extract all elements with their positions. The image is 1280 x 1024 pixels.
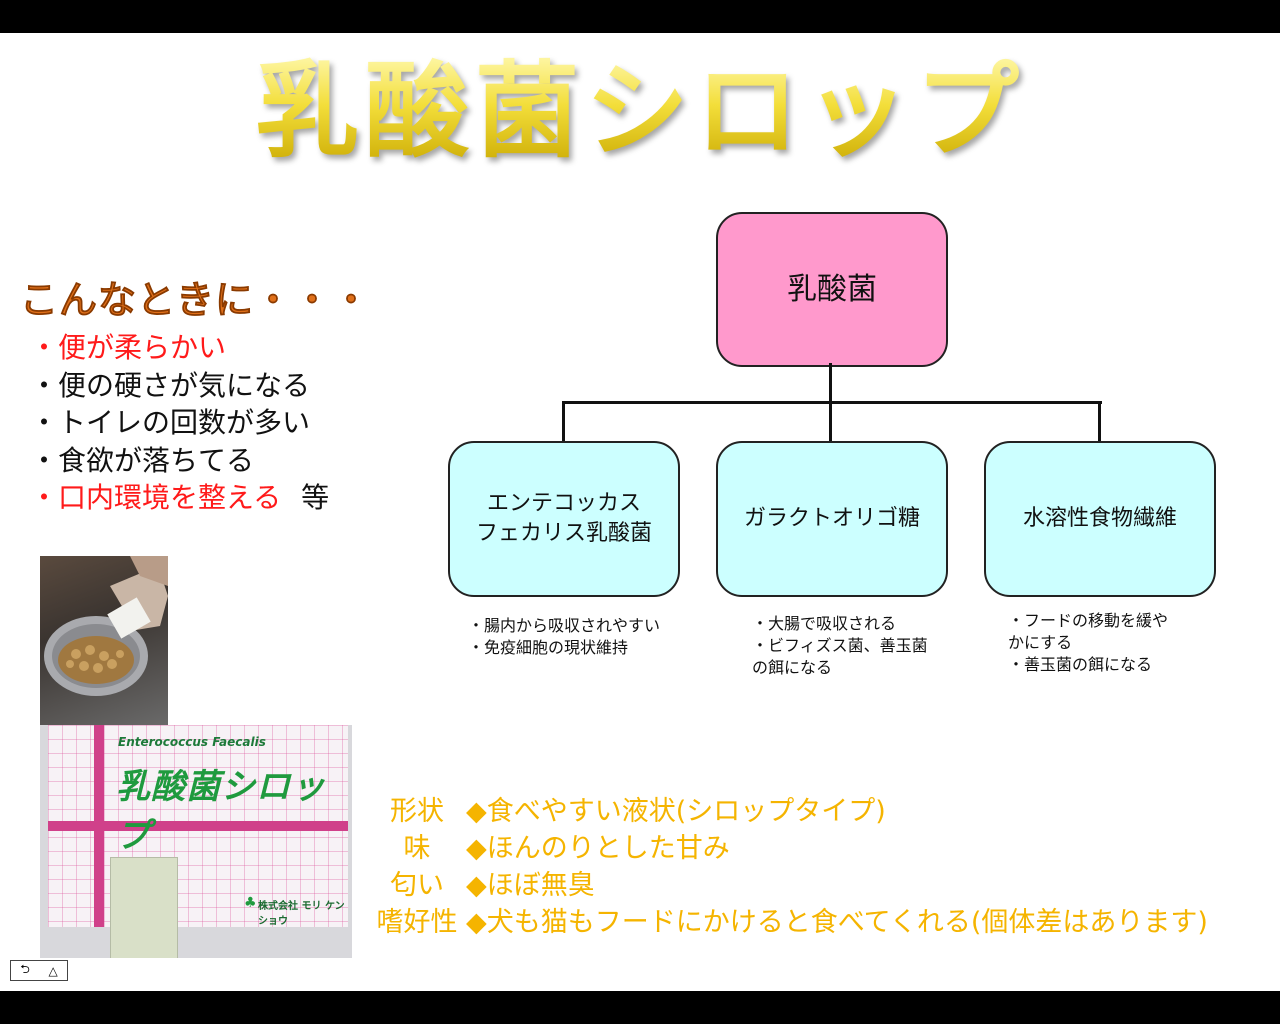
spec-desc: ◆犬も猫もフードにかけると食べてくれる(個体差はあります) bbox=[466, 907, 1208, 938]
note-galacto-oligosaccharide: ・大腸で吸収される・ビフィズス菌、善玉菌の餌になる bbox=[752, 613, 928, 679]
symptom-item: ・口内環境を整える等 bbox=[30, 479, 329, 517]
symptom-item: ・便が柔らかい bbox=[30, 329, 329, 367]
symptom-item: ・便の硬さが気になる bbox=[30, 367, 329, 405]
slide: 乳酸菌シロップ こんなときに・・・ ・便が柔らかい・便の硬さが気になる・トイレの… bbox=[0, 33, 1280, 991]
symptom-tail: 等 bbox=[301, 481, 330, 514]
slide-title: 乳酸菌シロップ bbox=[0, 51, 1280, 171]
symptom-item: ・トイレの回数が多い bbox=[30, 404, 329, 442]
slide-nav-buttons[interactable]: ⮌ △ bbox=[10, 960, 68, 981]
note-line: かにする bbox=[1008, 633, 1073, 652]
return-icon[interactable]: ⮌ bbox=[20, 962, 30, 976]
note-line: の餌になる bbox=[752, 658, 833, 677]
connector-vertical-right bbox=[1098, 401, 1101, 441]
note-line: ・大腸で吸収される bbox=[752, 614, 897, 633]
note-line: ・ビフィズス菌、善玉菌 bbox=[752, 636, 928, 655]
connector-horizontal bbox=[562, 401, 1102, 404]
clover-icon: ♣ bbox=[244, 895, 257, 911]
spec-key: 形状 bbox=[390, 796, 444, 827]
symptom-text: ・食欲が落ちてる bbox=[30, 443, 255, 477]
note-line: ・善玉菌の餌になる bbox=[1008, 655, 1153, 674]
package-product-name: 乳酸菌シロップ bbox=[116, 767, 326, 856]
up-triangle-icon[interactable]: △ bbox=[48, 963, 58, 978]
package-latin-label: Enterococcus Faecalis bbox=[118, 735, 266, 749]
note-enterococcus: ・腸内から吸収されやすい・免疫細胞の現状維持 bbox=[468, 615, 660, 659]
spec-list: 形状 ◆食べやすい液状(シロップタイプ) 味 ◆ほんのりとした甘み匂い ◆ほぼ無臭嗜好性… bbox=[368, 793, 1208, 941]
spec-desc: ◆食べやすい液状(シロップタイプ) bbox=[466, 796, 886, 827]
product-box: Enterococcus Faecalis 乳酸菌シロップ 株式会社 モリ ケン… bbox=[48, 725, 348, 927]
note-line: ・免疫細胞の現状維持 bbox=[468, 638, 629, 657]
product-package-photo: Enterococcus Faecalis 乳酸菌シロップ 株式会社 モリ ケン… bbox=[40, 725, 352, 958]
note-soluble-fiber: ・フードの移動を緩やかにする・善玉菌の餌になる bbox=[1008, 610, 1168, 676]
chart-child-enterococcus: エンテコッカス フェカリス乳酸菌 bbox=[448, 441, 680, 597]
symptom-text: ・トイレの回数が多い bbox=[30, 406, 311, 439]
child-label: ガラクトオリゴ糖 bbox=[743, 506, 920, 531]
symptom-list: ・便が柔らかい・便の硬さが気になる・トイレの回数が多い・食欲が落ちてる・口内環境… bbox=[30, 329, 329, 517]
connector-vertical-mid bbox=[829, 401, 832, 441]
child-label: エンテコッカス フェカリス乳酸菌 bbox=[475, 491, 652, 546]
spec-row: 匂い ◆ほぼ無臭 bbox=[368, 867, 1208, 904]
spec-key: 匂い bbox=[390, 870, 444, 901]
child-label: 水溶性食物繊維 bbox=[1022, 506, 1177, 531]
spec-desc: ◆ほぼ無臭 bbox=[466, 870, 595, 901]
when-heading: こんなときに・・・ bbox=[20, 278, 372, 323]
symptom-text: ・口内環境を整える bbox=[30, 481, 282, 514]
symptom-text: ・便が柔らかい bbox=[30, 331, 227, 364]
note-line: ・フードの移動を緩や bbox=[1008, 611, 1169, 630]
sachet bbox=[110, 857, 178, 958]
spec-row: 嗜好性 ◆犬も猫もフードにかけると食べてくれる(個体差はあります) bbox=[368, 904, 1208, 941]
spec-key: 味 bbox=[403, 833, 431, 864]
spec-row: 形状 ◆食べやすい液状(シロップタイプ) bbox=[368, 793, 1208, 830]
spec-row: 味 ◆ほんのりとした甘み bbox=[368, 830, 1208, 867]
connector-vertical-left bbox=[562, 401, 565, 441]
spec-desc: ◆ほんのりとした甘み bbox=[466, 833, 730, 864]
symptom-item: ・食欲が落ちてる bbox=[30, 442, 329, 480]
chart-root-box: 乳酸菌 bbox=[716, 212, 948, 367]
chart-child-soluble-fiber: 水溶性食物繊維 bbox=[984, 441, 1216, 597]
feeding-photo bbox=[40, 556, 168, 728]
note-line: ・腸内から吸収されやすい bbox=[468, 616, 661, 635]
package-maker: 株式会社 モリ ケンショウ bbox=[258, 901, 345, 927]
spec-key: 嗜好性 bbox=[376, 907, 458, 938]
chart-child-galacto-oligosaccharide: ガラクトオリゴ糖 bbox=[716, 441, 948, 597]
symptom-text: ・便の硬さが気になる bbox=[30, 368, 311, 402]
connector-vertical-root bbox=[829, 363, 832, 403]
